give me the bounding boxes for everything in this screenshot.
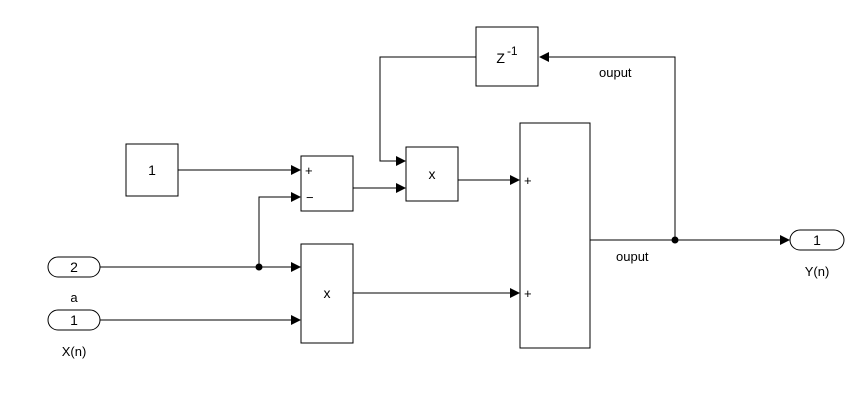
arrowhead bbox=[291, 262, 301, 272]
inport-x[interactable]: 1 bbox=[47, 309, 101, 331]
inport-a[interactable]: 2 bbox=[47, 256, 101, 278]
svg-text:Z-1: Z-1 bbox=[496, 44, 518, 66]
unit-delay-block[interactable]: Z-1 bbox=[475, 26, 539, 87]
constant-block[interactable]: 1 bbox=[125, 143, 179, 197]
sum-plus-sign: + bbox=[305, 163, 313, 178]
product-block-top[interactable]: x bbox=[405, 146, 459, 202]
big-sum-plus-bottom: + bbox=[524, 286, 532, 301]
sum-minus-sign: − bbox=[306, 190, 314, 205]
constant-value: 1 bbox=[148, 162, 156, 178]
inport-x-label: X(n) bbox=[62, 344, 87, 359]
branch-point-a bbox=[255, 263, 263, 271]
delay-exponent-label: -1 bbox=[507, 44, 518, 58]
arrowhead bbox=[291, 192, 301, 202]
arrowhead bbox=[510, 288, 520, 298]
big-sum-plus-top: + bbox=[524, 173, 532, 188]
arrowhead bbox=[396, 183, 406, 193]
arrowhead bbox=[510, 175, 520, 185]
outport-y[interactable]: 1 bbox=[789, 229, 845, 251]
product-bottom-symbol: x bbox=[324, 285, 331, 301]
inport-a-label: a bbox=[70, 290, 78, 305]
outport-y-number: 1 bbox=[813, 232, 821, 248]
delay-base-label: Z bbox=[496, 50, 505, 66]
arrowhead bbox=[396, 156, 406, 166]
inport-a-number: 2 bbox=[70, 259, 78, 275]
outport-y-label: Y(n) bbox=[805, 264, 830, 279]
product-top-symbol: x bbox=[429, 166, 436, 182]
arrowhead bbox=[539, 52, 549, 62]
wire-delay-to-product-top bbox=[379, 56, 476, 162]
sum-block-big[interactable]: + + bbox=[519, 122, 591, 349]
wire-output-to-delay bbox=[548, 56, 676, 240]
wire-a-to-sum-minus bbox=[258, 196, 292, 267]
product-block-bottom[interactable]: x bbox=[300, 243, 354, 344]
inport-x-number: 1 bbox=[70, 312, 78, 328]
signal-label-feedback: ouput bbox=[599, 65, 632, 80]
arrowhead bbox=[291, 165, 301, 175]
arrowhead bbox=[780, 235, 790, 245]
signal-label-output: ouput bbox=[616, 249, 649, 264]
sum-block-small[interactable]: + − bbox=[300, 155, 354, 212]
arrowhead bbox=[291, 315, 301, 325]
